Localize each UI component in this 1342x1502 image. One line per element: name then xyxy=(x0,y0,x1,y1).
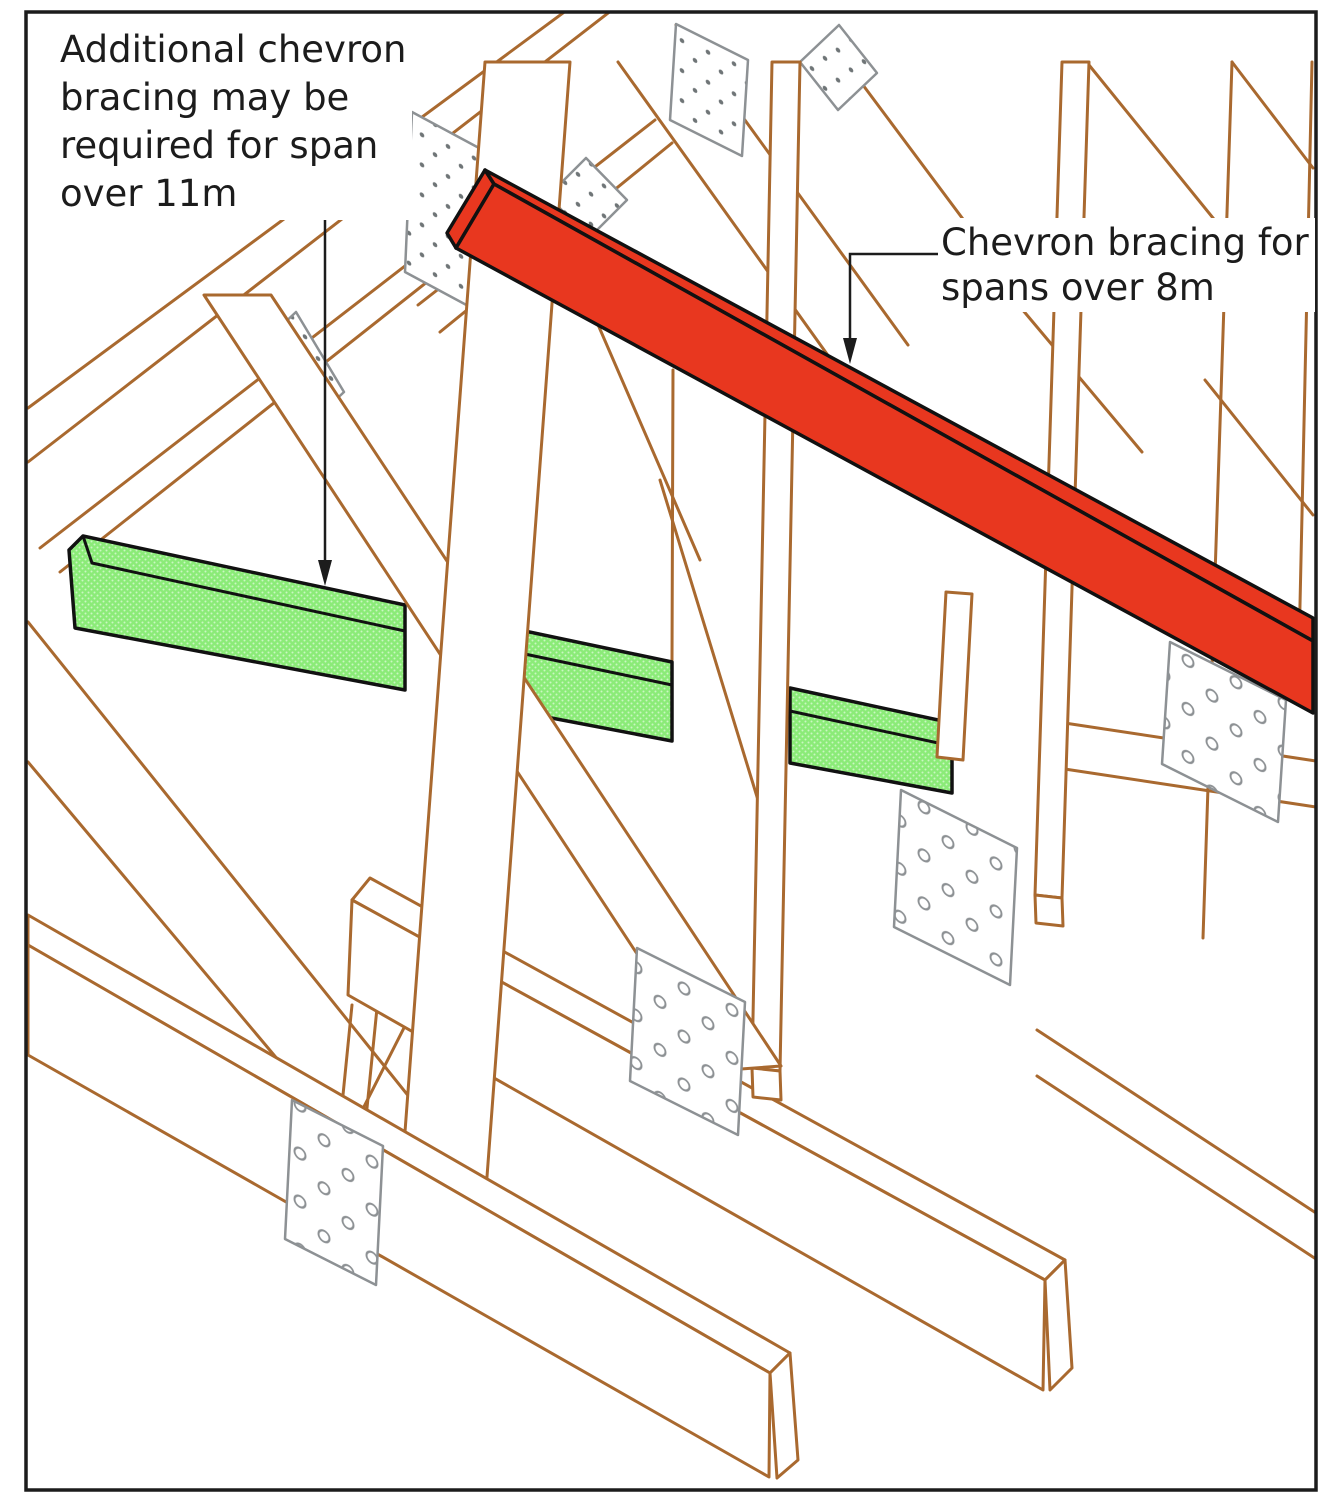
down-arrowhead-icon xyxy=(318,560,332,586)
red-chevron-brace xyxy=(445,168,1315,715)
annotation-additional-bracing: Additional chevron bracing may be requir… xyxy=(58,24,413,220)
diagram-border xyxy=(24,10,1318,1492)
nail-plate xyxy=(668,22,750,158)
nail-plates-lower xyxy=(283,640,1288,1287)
nail-plate xyxy=(798,23,879,112)
bottom-chord-front xyxy=(26,913,800,1480)
down-arrowhead-icon xyxy=(843,338,857,364)
annotation-chevron-bracing: Chevron bracing for spans over 8m xyxy=(939,218,1315,312)
nail-plate xyxy=(283,1098,385,1287)
stud-middle xyxy=(750,60,802,1102)
nail-plate xyxy=(628,946,747,1137)
stud-stub xyxy=(935,590,974,762)
nail-plate xyxy=(892,788,1019,987)
green-chevron-brace xyxy=(67,534,954,795)
nail-plate xyxy=(1160,640,1288,824)
leader-arrow-chevron-bracing xyxy=(843,252,938,364)
